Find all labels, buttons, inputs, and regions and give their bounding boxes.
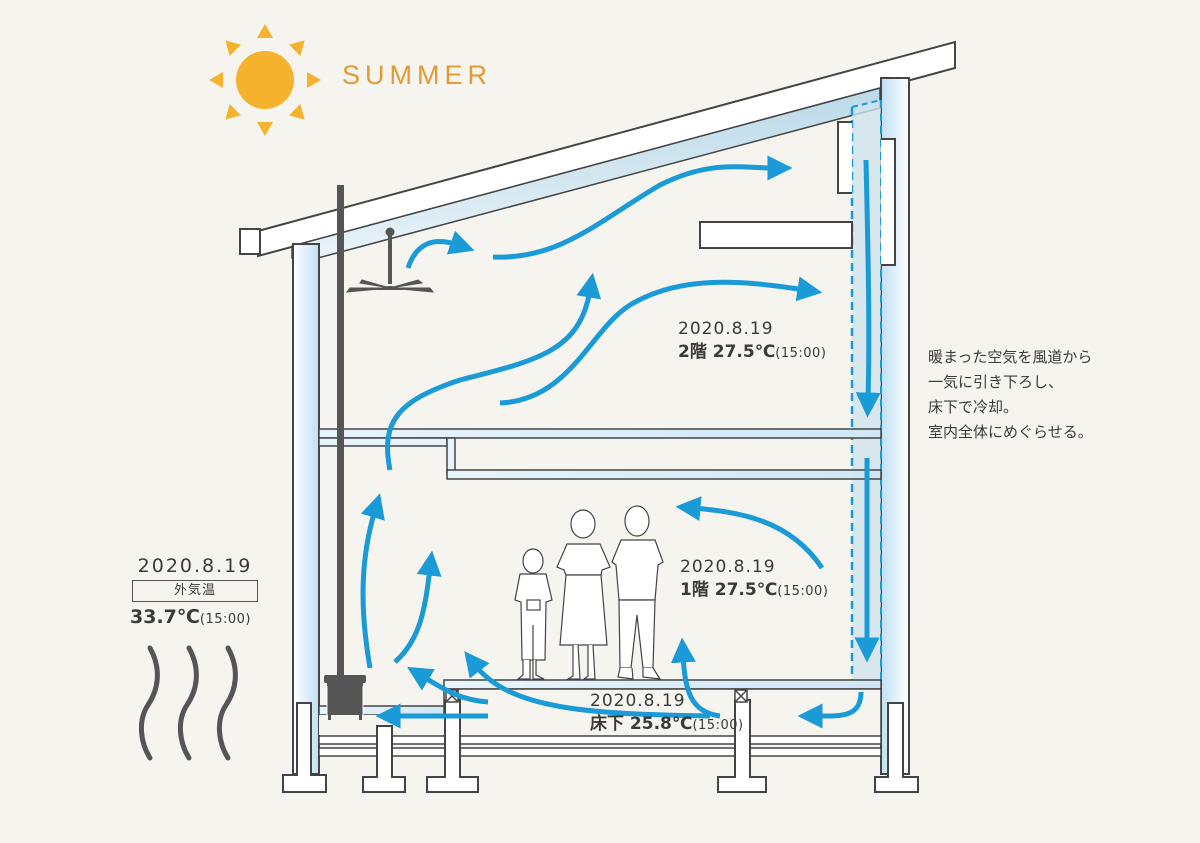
sun-icon	[209, 24, 321, 136]
reading-place: 床下	[590, 714, 624, 734]
ceiling-fan-icon	[345, 227, 435, 293]
airflow-rising-center	[499, 276, 823, 406]
airflow-fan-loop	[405, 230, 475, 269]
left-wall	[292, 243, 320, 775]
airflow-duct-down	[855, 159, 881, 418]
reading-temp: 1階 27.5℃(15:00)	[680, 578, 828, 604]
explanation-line: 室内全体にめぐらせる。	[928, 423, 1093, 441]
family-figures	[514, 505, 664, 680]
reading-date: 2020.8.19	[680, 557, 776, 577]
upper-windows	[699, 121, 896, 266]
airflow-first-floor-return	[675, 496, 825, 570]
reading-place: 2階	[678, 342, 707, 362]
reading-place: 1階	[680, 580, 709, 600]
reading-time: (15:00)	[692, 718, 744, 733]
airflow-stove-up-1	[360, 493, 385, 669]
season-title: SUMMER	[342, 60, 492, 90]
child-figure	[514, 548, 553, 680]
reading-outside: 2020.8.19 外気温 33.7℃(15:00)	[130, 555, 260, 632]
reading-temp: 33.7℃(15:00)	[130, 605, 260, 632]
airflow-stove-up-2	[393, 550, 442, 664]
airflow-underfloor-long	[464, 651, 711, 719]
explanation-line: 床下で冷却。	[928, 398, 1019, 416]
roof	[239, 40, 956, 259]
reading-temp: 床下 25.8℃(15:00)	[590, 712, 744, 738]
reading-value: 27.5℃	[712, 342, 776, 362]
explanation-note: 暖まった空気を風道から 一気に引き下ろし、 床下で冷却。 室内全体にめぐらせる。	[928, 345, 1093, 445]
airflow-ceiling-to-window	[492, 155, 793, 260]
reading-time: (15:00)	[775, 346, 827, 361]
heat-waves-icon	[139, 645, 238, 761]
reading-date: 2020.8.19	[678, 319, 774, 339]
reading-value: 33.7℃	[130, 606, 200, 628]
reading-first-floor: 2020.8.19 1階 27.5℃(15:00)	[680, 556, 828, 604]
foundations	[282, 699, 919, 793]
reading-value: 27.5℃	[714, 580, 778, 600]
reading-date: 2020.8.19	[590, 691, 686, 711]
reading-underfloor: 2020.8.19 床下 25.8℃(15:00)	[590, 690, 744, 738]
airflow-underfloor-up-right	[670, 637, 721, 719]
reading-value: 25.8℃	[629, 714, 693, 734]
airflow-arrows	[360, 155, 881, 729]
reading-time: (15:00)	[777, 584, 829, 599]
airflow-underfloor-to-stove-1	[407, 666, 489, 705]
explanation-line: 暖まった空気を風道から	[928, 348, 1093, 366]
reading-temp: 2階 27.5℃(15:00)	[678, 340, 826, 366]
airflow-rising-left	[385, 272, 602, 471]
wood-stove-icon	[324, 185, 366, 720]
airflow-underfloor-return	[797, 691, 864, 729]
outside-temp-label: 外気温	[132, 580, 258, 602]
reading-second-floor: 2020.8.19 2階 27.5℃(15:00)	[678, 318, 826, 366]
explanation-line: 一気に引き下ろし、	[928, 373, 1064, 391]
reading-date: 2020.8.19	[137, 555, 253, 577]
second-floor-slab	[318, 428, 882, 480]
reading-time: (15:00)	[199, 612, 251, 627]
man-figure	[611, 505, 664, 680]
woman-figure	[556, 509, 611, 680]
